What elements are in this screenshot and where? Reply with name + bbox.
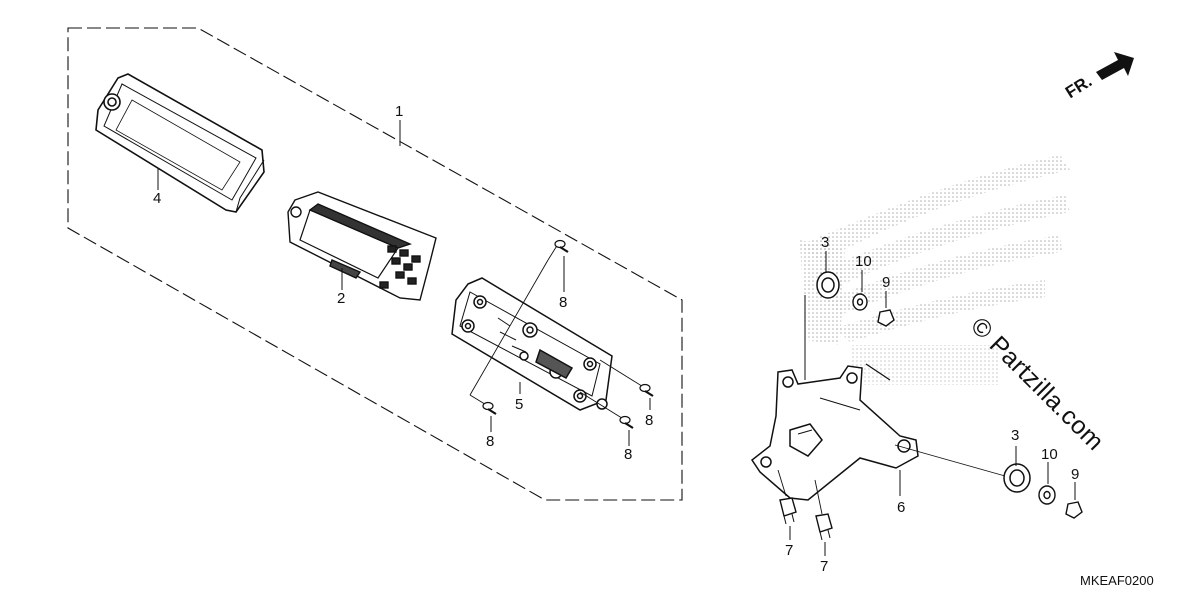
callout-9-upper: 9 [882,274,891,291]
callout-7-right: 7 [820,558,829,575]
screw-8-right-lower [619,415,634,429]
callout-3-lower: 3 [1011,427,1020,444]
callout-1: 1 [395,103,404,120]
callout-6: 6 [897,499,906,516]
washer-10-lower [1038,485,1056,505]
bolt-7-left [779,497,797,525]
bolt-7-right [815,513,833,541]
grommet-3-upper [816,271,840,299]
callout-7-left: 7 [785,542,794,559]
callout-9-lower: 9 [1071,466,1080,483]
callout-2: 2 [337,290,346,307]
callout-10-lower: 10 [1041,446,1058,463]
screw-8-left [482,401,497,415]
part-5-case [451,277,613,411]
part-2-display-board [287,191,437,301]
washer-10-upper [852,293,868,311]
callout-8-top: 8 [559,294,568,311]
screw-8-top [554,239,569,253]
callout-5: 5 [515,396,524,413]
nut-9-upper [877,309,895,327]
diagram-code: MKEAF0200 [1080,573,1154,588]
part-4-cover [95,73,265,213]
assembly-boundary [67,27,683,501]
front-direction-arrow-icon [1096,52,1134,80]
part-6-bracket [750,363,919,501]
callout-8-left: 8 [486,433,495,450]
nut-9-lower [1065,501,1083,519]
callout-4: 4 [153,190,162,207]
callout-8-right-lower: 8 [624,446,633,463]
callout-10-upper: 10 [855,253,872,270]
honda-wing-logo [800,155,1070,385]
callout-3-upper: 3 [821,234,830,251]
screw-8-right-upper [639,383,654,397]
grommet-3-lower [1003,463,1031,493]
callout-8-right-upper: 8 [645,412,654,429]
